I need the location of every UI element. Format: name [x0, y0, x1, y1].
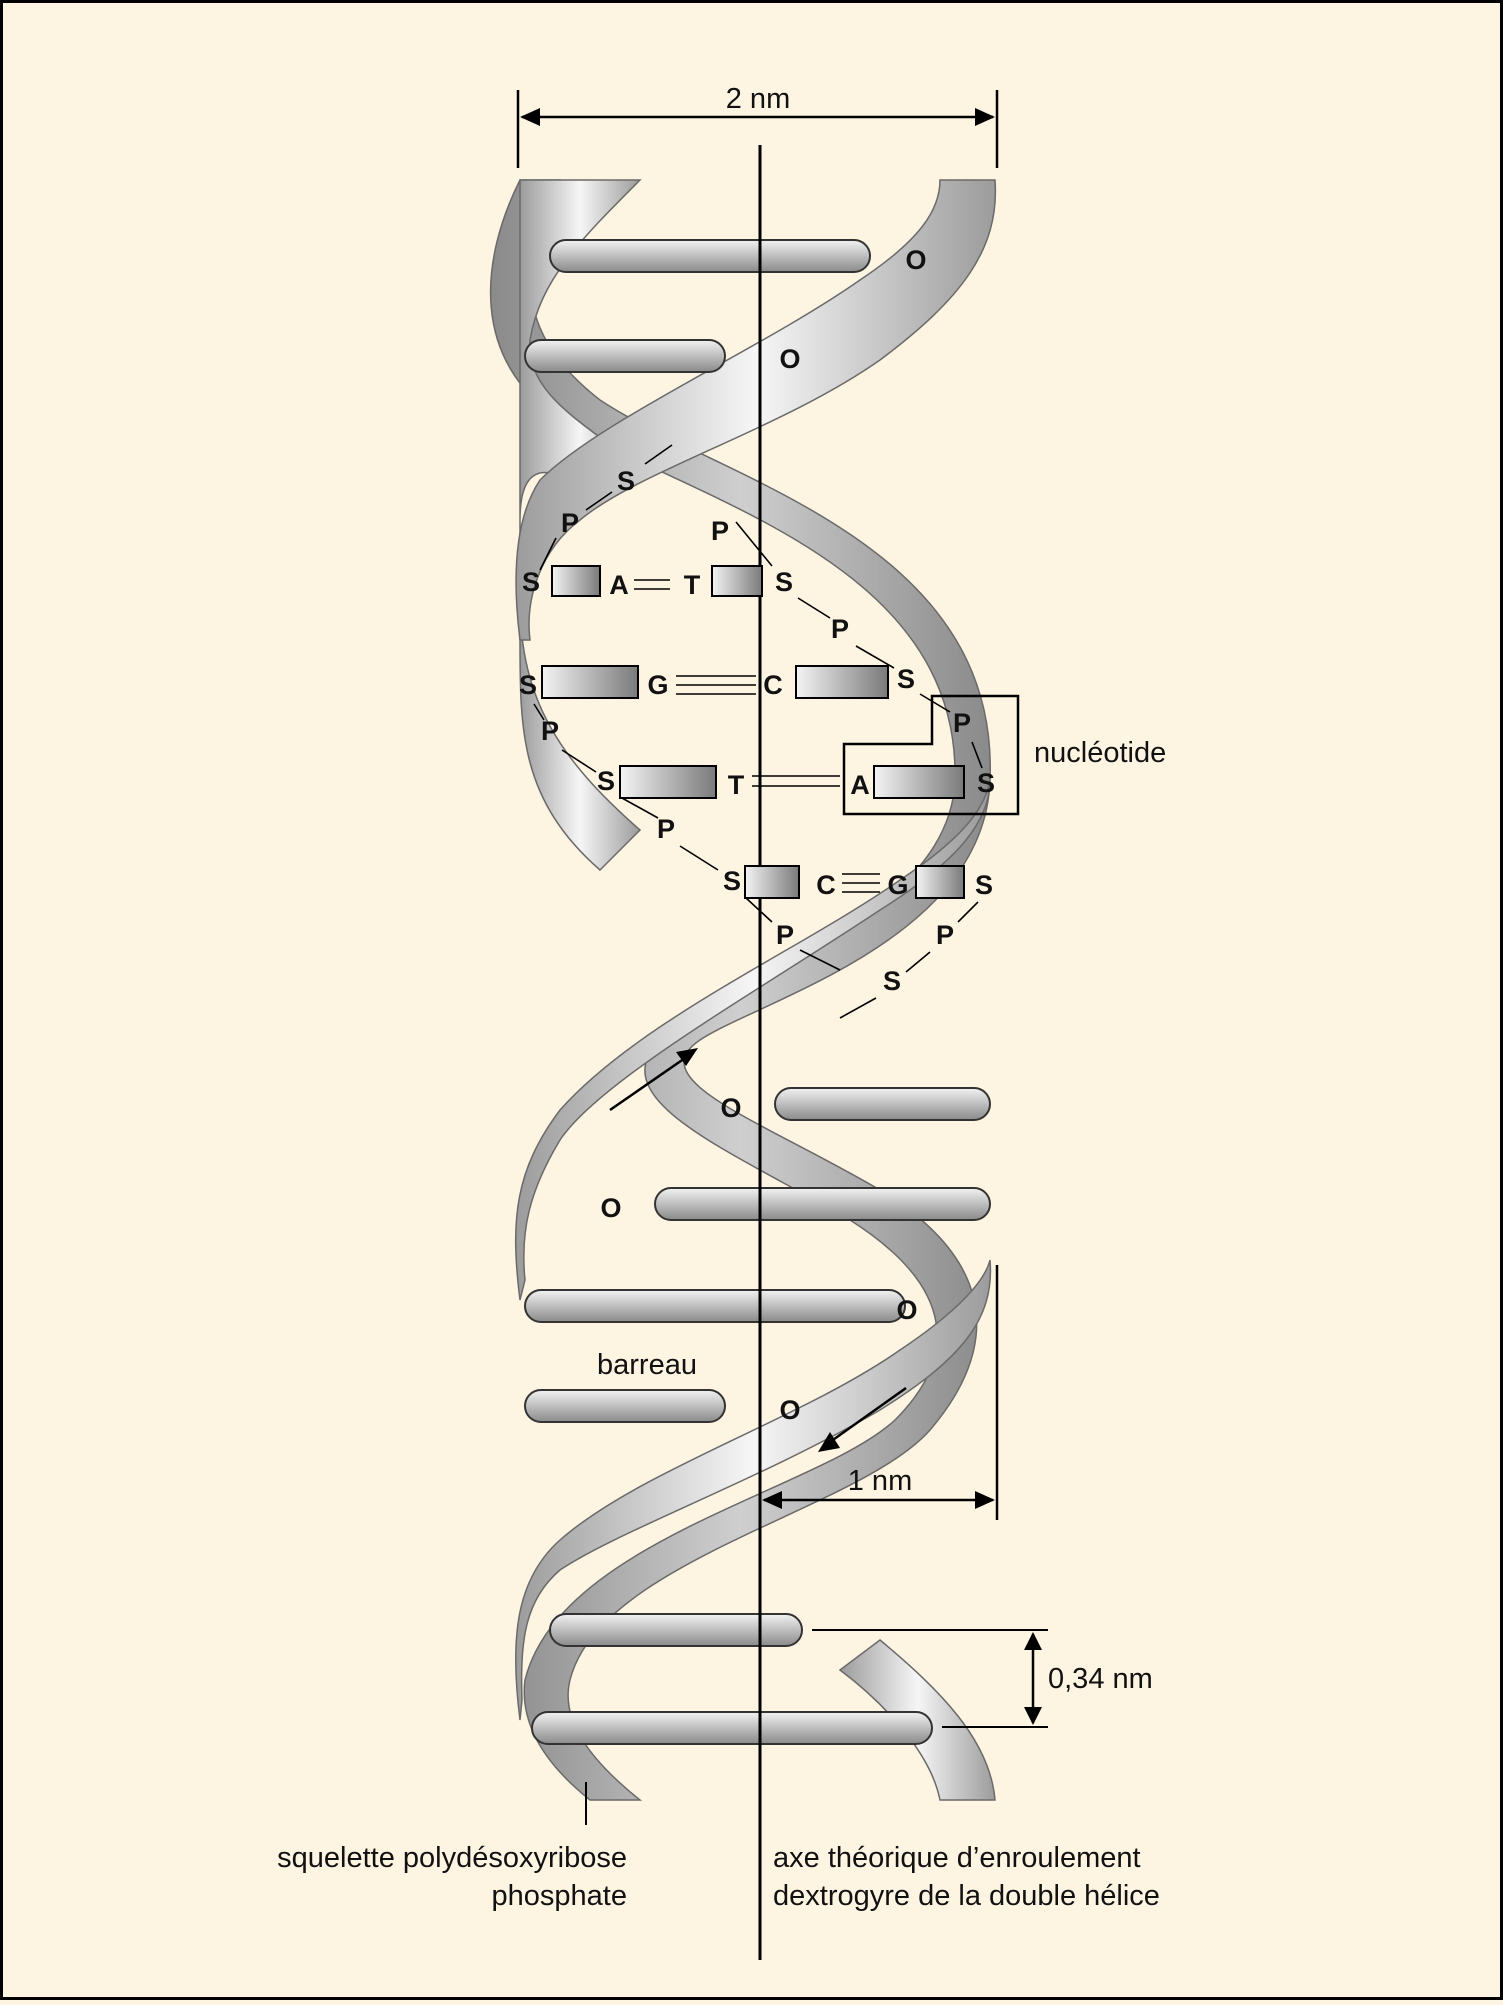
- ribbon-mark: O: [720, 1093, 741, 1123]
- left-strand-phosphate: P: [657, 814, 675, 844]
- arrow-down-head: [818, 1432, 840, 1452]
- base-letter: C: [763, 670, 783, 700]
- base-letter: A: [850, 770, 870, 800]
- label-rung: barreau: [597, 1349, 697, 1381]
- label-axis-line2: dextrogyre de la double hélice: [773, 1880, 1160, 1912]
- label-backbone-line1: squelette polydésoxyribose: [277, 1842, 627, 1874]
- backbone-links: [533, 444, 983, 1019]
- base-letter: T: [728, 770, 745, 800]
- nucleotide-detail: S P S S P S P S P P S P S P S S P S: [519, 444, 1020, 1019]
- dimension-2nm: 2 nm: [516, 83, 999, 168]
- nucleotide-box: [842, 694, 1020, 816]
- arrow-up-shaft: [609, 1054, 689, 1112]
- ribbon-mark: O: [779, 344, 800, 374]
- base-block: [873, 765, 965, 799]
- base-block: [619, 765, 717, 799]
- base-letter: A: [609, 570, 629, 600]
- helix-front-ribbon-lower: [514, 1259, 992, 1721]
- rung: [531, 1711, 933, 1745]
- right-strand-phosphate: P: [831, 614, 849, 644]
- right-strand-phosphate: P: [936, 920, 954, 950]
- rung: [524, 339, 726, 373]
- base-letter: C: [816, 870, 836, 900]
- label-2nm: 2 nm: [726, 83, 790, 115]
- left-strand-sugar: S: [597, 766, 615, 796]
- label-axis-line1: axe théorique d’enroulement: [773, 1842, 1141, 1874]
- double-helix: O O O O O O: [489, 179, 997, 1801]
- left-strand-phosphate: P: [561, 508, 579, 538]
- base-block: [915, 865, 965, 899]
- rung: [774, 1087, 991, 1121]
- base-block: [744, 865, 800, 899]
- ribbon-mark: O: [779, 1395, 800, 1425]
- left-strand-sugar: S: [723, 866, 741, 896]
- right-strand-phosphate: P: [953, 708, 971, 738]
- dimension-1nm: 1 nm: [762, 1265, 999, 1520]
- ribbon-mark: O: [600, 1193, 621, 1223]
- dimension-034nm: 0,34 nm: [812, 1629, 1153, 1728]
- rung: [549, 239, 871, 273]
- left-strand-phosphate: P: [541, 716, 559, 746]
- right-strand-sugar: S: [897, 664, 915, 694]
- rung: [524, 1389, 726, 1423]
- label-034nm: 0,34 nm: [1048, 1663, 1153, 1695]
- base-letter: G: [887, 870, 908, 900]
- right-strand-phosphate: P: [711, 516, 729, 546]
- right-strand-sugar: S: [883, 966, 901, 996]
- left-strand-sugar: S: [522, 567, 540, 597]
- arrow-down-shaft: [829, 1386, 907, 1444]
- rung: [524, 1289, 906, 1323]
- strand-direction-arrows: [609, 1048, 907, 1452]
- rung: [654, 1187, 991, 1221]
- base-block: [551, 565, 601, 597]
- right-strand-sugar: S: [975, 870, 993, 900]
- right-strand-sugar: S: [775, 567, 793, 597]
- base-letter: T: [684, 570, 701, 600]
- base-block: [711, 565, 763, 597]
- base-block: [795, 665, 889, 699]
- base-letter: G: [647, 670, 668, 700]
- helix-front-ribbon-middle: [514, 779, 991, 1301]
- left-strand-sugar: S: [617, 466, 635, 496]
- rung: [549, 1613, 803, 1647]
- label-1nm: 1 nm: [848, 1465, 912, 1497]
- ribbon-mark: O: [905, 245, 926, 275]
- ribbon-marks: O O O O O O: [600, 245, 926, 1425]
- left-strand-phosphate: P: [776, 920, 794, 950]
- helix-front-ribbon-top: [515, 179, 997, 641]
- ribbon-mark: O: [896, 1295, 917, 1325]
- label-backbone-line2: phosphate: [492, 1880, 627, 1912]
- base-block: [541, 665, 639, 699]
- left-strand-sugar: S: [519, 670, 537, 700]
- label-nucleotide: nucléotide: [1034, 737, 1166, 769]
- helix-rungs: [524, 239, 991, 1745]
- right-strand-sugar: S: [977, 768, 995, 798]
- arrow-up-head: [676, 1048, 698, 1066]
